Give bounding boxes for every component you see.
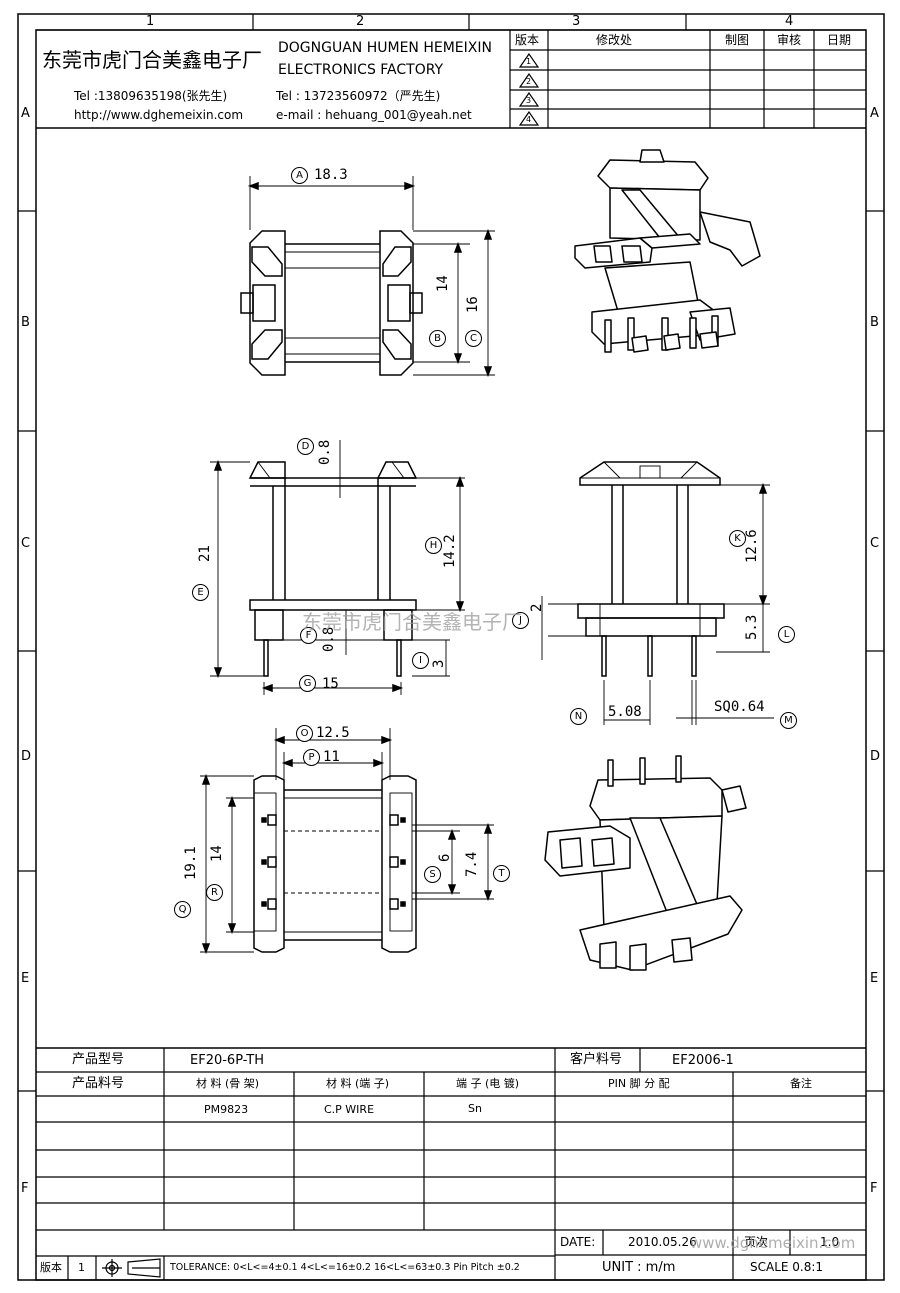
tolerance-note: TOLERANCE: 0<L<=4±0.1 4<L<=16±0.2 16<L<=… (170, 1262, 520, 1273)
rev-header-drawn: 制图 (725, 33, 750, 47)
dim-marker-n: N (570, 708, 587, 725)
grid-row-b-right: B (870, 315, 879, 330)
rev-header-date: 日期 (827, 33, 852, 47)
rev-header-check: 审核 (777, 33, 802, 47)
rev-triangle-label-4: 4 (526, 115, 532, 124)
value-material-bobbin: PM9823 (204, 1103, 249, 1116)
rev-header-change: 修改处 (596, 33, 633, 47)
dim-q-value: 19.1 (183, 846, 199, 880)
dim-g-value: 15 (322, 676, 339, 692)
dim-marker-t: T (493, 865, 510, 882)
dim-marker-b: B (429, 330, 446, 347)
label-version: 版本 (40, 1261, 62, 1274)
grid-col-3: 3 (572, 14, 581, 29)
grid-row-c-left: C (21, 536, 31, 551)
grid-row-c-right: C (870, 536, 880, 551)
dim-marker-g: G (299, 675, 316, 692)
value-material-pin: C.P WIRE (324, 1103, 375, 1116)
watermark-url: www.dghemeixin.com (690, 1234, 856, 1252)
dim-marker-h: H (425, 537, 442, 554)
dim-t-value: 7.4 (464, 851, 480, 877)
grid-row-e-left: E (21, 971, 30, 986)
dim-e-value: 21 (197, 545, 213, 562)
dim-marker-i: I (412, 652, 429, 669)
rev-triangle-label-1: 1 (526, 57, 532, 66)
dim-b-value: 14 (435, 275, 451, 292)
grid-row-e-right: E (870, 971, 879, 986)
grid-col-4: 4 (785, 14, 794, 29)
dim-marker-l: L (778, 626, 795, 643)
company-name-en-line2: ELECTRONICS FACTORY (278, 62, 444, 78)
label-page: 页次 (744, 1235, 769, 1249)
dim-marker-c: C (465, 330, 482, 347)
label-scale: SCALE 0.8:1 (750, 1260, 824, 1274)
dim-n-value: 5.08 (608, 704, 642, 720)
grid-col-1: 1 (146, 14, 155, 29)
grid-row-f-right: F (870, 1181, 878, 1196)
dim-marker-s: S (424, 866, 441, 883)
label-date: DATE: (560, 1235, 596, 1249)
dim-marker-m: M (780, 712, 797, 729)
dim-marker-k: K (729, 530, 746, 547)
dim-o-value: 12.5 (316, 725, 350, 741)
dim-i-value: 3 (431, 659, 447, 668)
label-material-bobbin: 材 料 (骨 架) (196, 1077, 260, 1090)
label-material-pin: 材 料 (端 子) (326, 1077, 390, 1090)
value-customer-part: EF2006-1 (672, 1053, 734, 1068)
dim-s-value: 6 (437, 853, 453, 862)
dim-marker-r: R (206, 884, 223, 901)
company-tel-1: Tel :13809635198(张先生) (74, 89, 228, 103)
rev-header-version: 版本 (515, 33, 540, 47)
dim-r-value: 14 (209, 845, 225, 862)
grid-col-2: 2 (356, 14, 365, 29)
dim-h-value: 14.2 (442, 534, 458, 568)
label-unit: UNIT : m/m (602, 1260, 676, 1275)
dim-a-value: 18.3 (314, 167, 348, 183)
value-page: 1.0 (820, 1235, 840, 1249)
grid-row-d-right: D (870, 749, 881, 764)
label-plating: 端 子 (电 镀) (456, 1077, 520, 1090)
label-customer-part: 客户料号 (570, 1052, 623, 1067)
value-version: 1 (78, 1261, 85, 1274)
dim-marker-q: Q (174, 901, 191, 918)
dim-marker-e: E (192, 584, 209, 601)
value-date: 2010.05.26 (628, 1235, 697, 1249)
watermark-text: 东莞市虎门合美鑫电子厂 (302, 610, 522, 634)
grid-row-b-left: B (21, 315, 30, 330)
dim-marker-d: D (297, 438, 314, 455)
label-model: 产品型号 (72, 1052, 125, 1067)
value-plating: Sn (468, 1102, 482, 1115)
label-remark: 备注 (790, 1077, 812, 1090)
grid-row-a-right: A (870, 106, 879, 121)
dim-marker-f: F (300, 627, 317, 644)
dim-j-value: 2 (529, 603, 545, 612)
rev-triangle-label-2: 2 (526, 77, 532, 86)
company-name-cn: 东莞市虎门合美鑫电子厂 (42, 48, 262, 72)
dim-p-value: 11 (323, 749, 340, 765)
value-model: EF20-6P-TH (190, 1053, 264, 1068)
dim-marker-a: A (291, 167, 308, 184)
rev-triangle-label-3: 3 (526, 96, 532, 105)
dim-m-value: SQ0.64 (714, 699, 765, 715)
company-email[interactable]: e-mail : hehuang_001@yeah.net (276, 108, 472, 122)
grid-row-d-left: D (21, 749, 32, 764)
label-pin-assignment: PIN 脚 分 配 (608, 1077, 670, 1090)
dim-d-value: 0.8 (317, 439, 333, 465)
dim-marker-o: O (296, 725, 313, 742)
grid-row-a-left: A (21, 106, 30, 121)
dim-c-value: 16 (465, 296, 481, 313)
grid-row-f-left: F (21, 1181, 29, 1196)
dim-marker-j: J (512, 612, 529, 629)
projection-symbol-icon (100, 1258, 162, 1278)
company-name-en-line1: DOGNGUAN HUMEN HEMEIXIN (278, 40, 492, 56)
label-part-no: 产品料号 (72, 1076, 125, 1091)
dim-marker-p: P (303, 749, 320, 766)
company-website[interactable]: http://www.dghemeixin.com (74, 108, 244, 122)
dim-l-value: 5.3 (744, 614, 760, 640)
company-tel-2: Tel : 13723560972（严先生) (276, 89, 441, 103)
dim-k-value: 12.6 (744, 529, 760, 563)
